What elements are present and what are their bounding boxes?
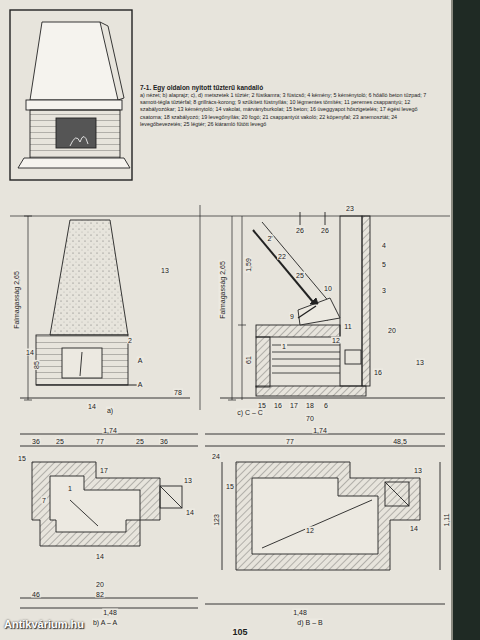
callout-label: 1	[281, 343, 287, 350]
dimension-lines	[10, 205, 450, 410]
book-binding	[452, 0, 480, 640]
callout-label: 16	[273, 402, 283, 409]
perspective-sketch	[10, 10, 132, 180]
callout-label: 17	[289, 402, 299, 409]
callout-label: 123	[213, 513, 220, 527]
callout-label: 36	[159, 438, 169, 445]
callout-label: 13	[413, 467, 423, 474]
callout-label: A	[137, 381, 144, 388]
callout-label: 15	[257, 402, 267, 409]
callout-label: 77	[95, 438, 105, 445]
callout-label: 7	[41, 497, 47, 504]
callout-label: 1,74	[102, 427, 118, 434]
callout-label: 26	[320, 227, 330, 234]
callout-label: 18	[305, 402, 315, 409]
callout-label: 13	[415, 359, 425, 366]
callout-label: 6	[323, 402, 329, 409]
callout-label: 14	[409, 525, 419, 532]
callout-label: 17	[99, 467, 109, 474]
callout-label: 2	[127, 337, 133, 344]
callout-label: 14	[25, 349, 35, 356]
callout-label: 82	[95, 591, 105, 598]
callout-label: 15	[17, 455, 27, 462]
callout-label: 20	[387, 327, 397, 334]
callout-label: 25	[295, 272, 305, 279]
callout-label: 24	[211, 453, 221, 460]
callout-label: A	[137, 357, 144, 364]
callout-label: c) C – C	[236, 409, 264, 416]
callout-label: 22	[277, 253, 287, 260]
callout-label: 13	[183, 477, 193, 484]
callout-label: 13	[160, 267, 170, 274]
callout-label: 9	[289, 313, 295, 320]
callout-label: 1,48	[292, 609, 308, 616]
callout-label: 2'	[266, 235, 273, 242]
callout-label: 25	[135, 438, 145, 445]
callout-label: 23	[345, 205, 355, 212]
callout-label: a)	[106, 407, 114, 414]
callout-label: 1,11	[443, 512, 450, 527]
figure-caption: a) nézet; b) alaprajz; c), d) metszetek …	[140, 92, 432, 128]
callout-label: 3	[381, 287, 387, 294]
callout-label: 77	[285, 438, 295, 445]
callout-label: 25	[55, 438, 65, 445]
callout-label: 61	[245, 355, 252, 365]
callout-label: 46	[31, 591, 41, 598]
callout-label: 15	[225, 483, 235, 490]
page-number: 105	[231, 628, 248, 637]
figure-title: 7-1. Egy oldalon nyitott tűzterű kandall…	[140, 84, 432, 92]
callout-label: 4	[381, 242, 387, 249]
callout-label: Falmagasság 2,65	[219, 260, 226, 320]
callout-label: 36	[31, 438, 41, 445]
front-view	[20, 220, 190, 398]
callout-label: 26	[295, 227, 305, 234]
callout-label: 1	[67, 485, 73, 492]
callout-label: 1,59	[245, 257, 252, 273]
callout-label: 20	[95, 581, 105, 588]
callout-label: 12	[331, 337, 341, 344]
callout-label: 5	[381, 261, 387, 268]
plan-d	[205, 434, 445, 604]
watermark: Antikvárium.hu	[3, 619, 85, 630]
plan-b	[20, 434, 198, 608]
callout-label: 1,74	[312, 427, 328, 434]
callout-label: 14	[87, 403, 97, 410]
caption-block: 7-1. Egy oldalon nyitott tűzterű kandall…	[140, 84, 432, 128]
callout-label: 1,48	[102, 609, 118, 616]
section-c	[220, 212, 445, 398]
callout-label: d) B – B	[296, 619, 323, 626]
callout-label: 16	[373, 369, 383, 376]
callout-label: 48,5	[392, 438, 408, 445]
callout-label: 70	[305, 415, 315, 422]
callout-label: b) A – A	[92, 619, 118, 626]
callout-label: 12	[305, 527, 315, 534]
callout-label: 11	[343, 323, 352, 330]
callout-label: 14	[185, 509, 195, 516]
callout-label: 14	[95, 553, 105, 560]
callout-label: 85	[33, 360, 40, 370]
callout-label: 10	[323, 285, 333, 292]
callout-label: 78	[173, 389, 183, 396]
callout-label: Falmagasság 2,65	[13, 270, 20, 330]
